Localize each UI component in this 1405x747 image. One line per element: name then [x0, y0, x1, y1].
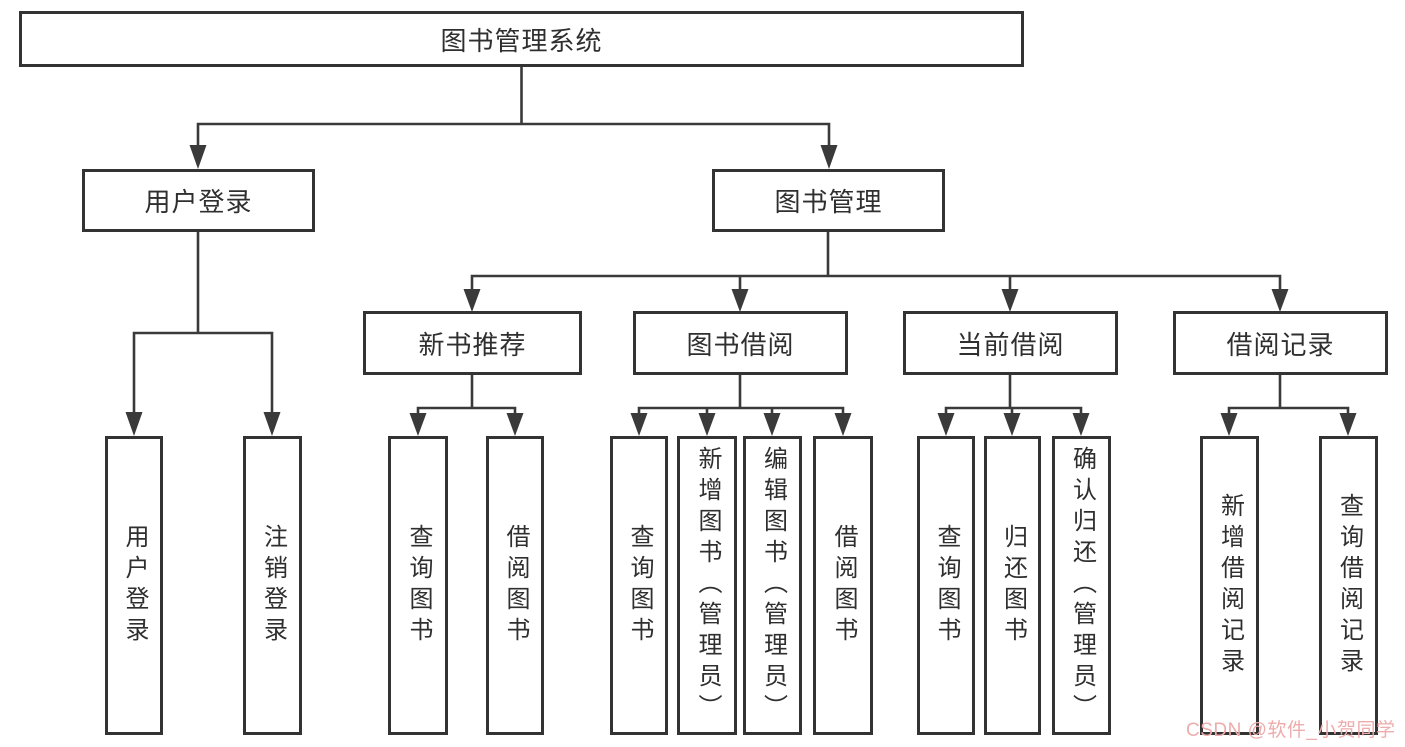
leaf-query-books-current: 查询图书 [917, 436, 975, 735]
leaf-query-books-borrowing-label: 查询图书 [626, 523, 653, 648]
leaf-borrow-books-recommend-label: 借阅图书 [502, 523, 529, 648]
node-new-book-recommend-label: 新书推荐 [418, 329, 527, 360]
csdn-watermark: CSDN @软件_小贺同学 [1186, 720, 1396, 741]
leaf-query-books-borrowing: 查询图书 [610, 436, 668, 735]
leaf-logout-label: 注销登录 [259, 523, 287, 648]
leaf-borrow-books-borrowing-label: 借阅图书 [830, 523, 857, 648]
node-borrowing-records: 借阅记录 [1173, 311, 1388, 375]
leaf-edit-book-admin-label: 编辑图书（管理员） [759, 446, 787, 725]
leaf-query-borrow-record: 查询借阅记录 [1319, 436, 1378, 735]
root-node-label: 图书管理系统 [440, 25, 603, 56]
leaf-confirm-return-admin: 确认归还（管理员） [1052, 436, 1111, 735]
leaf-add-borrow-record: 新增借阅记录 [1200, 436, 1259, 735]
leaf-add-book-admin-label: 新增图书（管理员） [694, 446, 721, 725]
leaf-user-login: 用户登录 [105, 436, 163, 735]
node-book-borrowing: 图书借阅 [633, 311, 848, 375]
node-book-borrowing-label: 图书借阅 [686, 329, 795, 360]
leaf-return-books-label: 归还图书 [999, 523, 1027, 648]
node-book-management-label: 图书管理 [774, 187, 883, 217]
node-current-borrowing-label: 当前借阅 [956, 329, 1065, 360]
node-user-login-label: 用户登录 [144, 187, 253, 217]
root-node-library-management-system: 图书管理系统 [19, 11, 1024, 67]
node-book-management: 图书管理 [712, 169, 945, 232]
leaf-add-book-admin: 新增图书（管理员） [677, 436, 737, 735]
node-user-login: 用户登录 [82, 169, 315, 232]
node-new-book-recommend: 新书推荐 [363, 311, 582, 375]
leaf-query-books-recommend: 查询图书 [388, 436, 448, 735]
leaf-borrow-books-borrowing: 借阅图书 [813, 436, 873, 735]
leaf-confirm-return-admin-label: 确认归还（管理员） [1068, 446, 1096, 725]
leaf-user-login-label: 用户登录 [121, 523, 148, 648]
leaf-borrow-books-recommend: 借阅图书 [486, 436, 544, 735]
leaf-edit-book-admin: 编辑图书（管理员） [743, 436, 802, 735]
leaf-add-borrow-record-label: 新增借阅记录 [1216, 492, 1244, 679]
node-borrowing-records-label: 借阅记录 [1226, 329, 1335, 360]
node-current-borrowing: 当前借阅 [903, 311, 1118, 375]
leaf-query-borrow-record-label: 查询借阅记录 [1335, 492, 1363, 679]
leaf-logout: 注销登录 [243, 436, 302, 735]
leaf-return-books: 归还图书 [984, 436, 1041, 735]
leaf-query-books-current-label: 查询图书 [933, 523, 960, 648]
leaf-query-books-recommend-label: 查询图书 [405, 523, 432, 648]
